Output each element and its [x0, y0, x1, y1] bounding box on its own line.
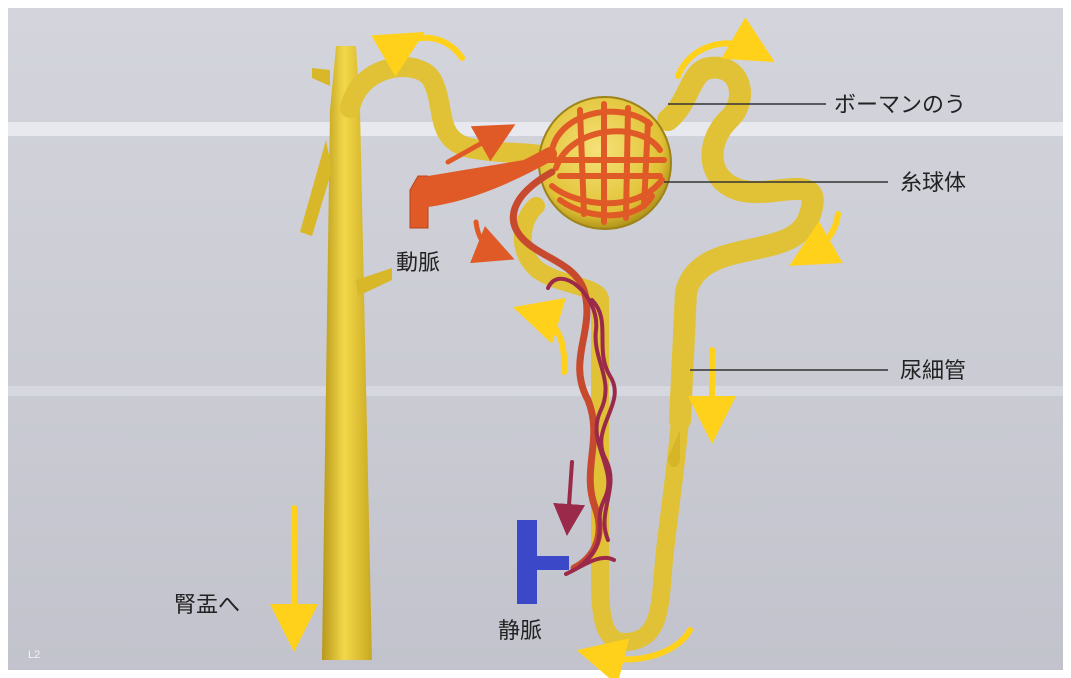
label-glomerulus: 糸球体 [900, 171, 966, 196]
highlight-band [8, 386, 1063, 396]
label-bowman-capsule: ボーマンのう [834, 93, 966, 118]
corner-code: L2 [28, 649, 40, 661]
highlight-band [8, 122, 1063, 136]
label-to-renal-pelvis: 腎盂へ [174, 593, 240, 618]
label-tubule: 尿細管 [900, 359, 966, 384]
label-vein: 静脈 [498, 619, 542, 644]
label-artery: 動脈 [396, 251, 440, 276]
